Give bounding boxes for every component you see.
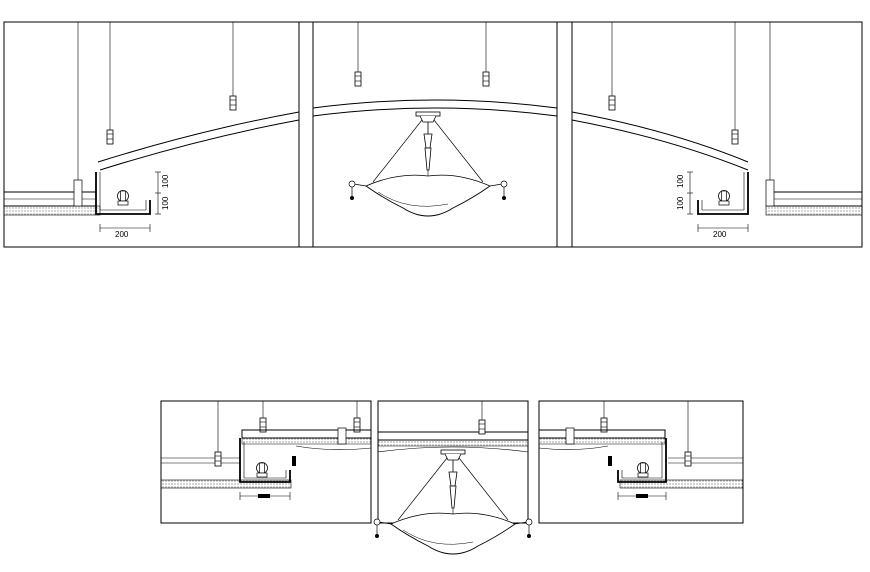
right-height-dim-2: 100	[676, 196, 685, 210]
left-cove-detail: 100 100 200	[3, 171, 170, 239]
hanger-rods	[77, 22, 771, 182]
bottom-left-panel	[160, 400, 372, 524]
left-height-dim-2: 100	[161, 196, 170, 210]
left-width-dim: 200	[115, 230, 129, 239]
top-chandelier	[348, 111, 508, 217]
bottom-right-panel	[538, 400, 744, 524]
top-frame	[3, 21, 863, 248]
bottom-center-panel	[373, 400, 533, 555]
arched-ceiling	[97, 99, 749, 171]
right-cove-detail: 100 100 200	[676, 171, 863, 239]
bottom-section	[160, 400, 744, 555]
left-height-dim-1: 100	[161, 174, 170, 188]
right-height-dim-1: 100	[676, 174, 685, 188]
right-width-dim: 200	[713, 230, 727, 239]
top-section: 100 100 200 100 100	[3, 21, 863, 248]
